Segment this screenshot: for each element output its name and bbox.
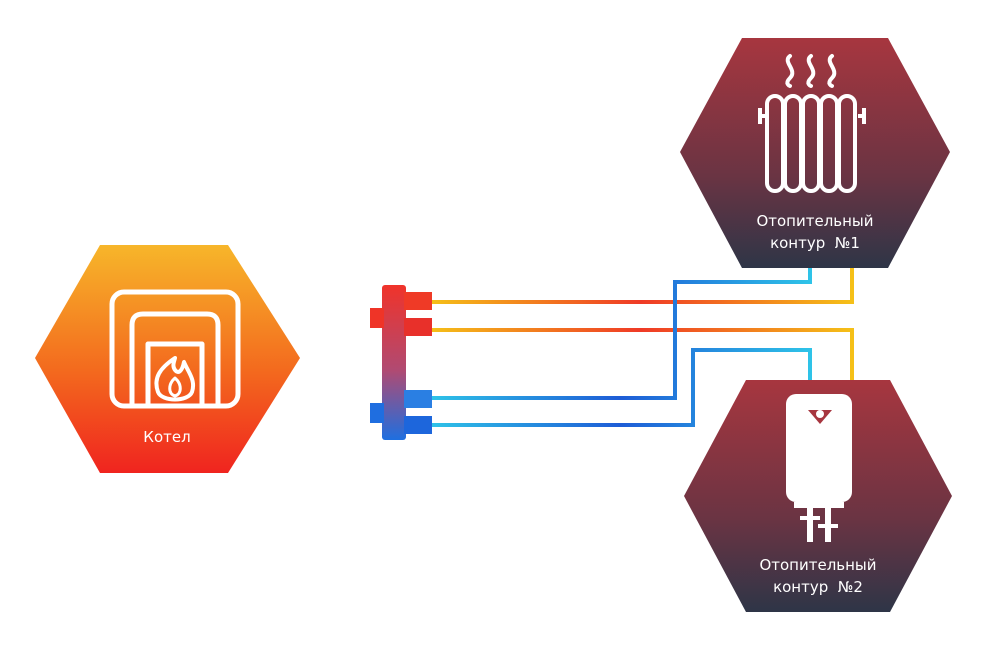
heating-circuit-1-node: Отопительный контур №1 xyxy=(680,38,950,268)
boiler-label: Котел xyxy=(143,428,190,446)
pipes xyxy=(283,266,854,427)
supply-pipe-circuit-2 xyxy=(428,328,854,380)
boiler-node: Котел xyxy=(35,245,300,473)
boiler-hexagon xyxy=(35,245,300,473)
supply-pipe-circuit-1 xyxy=(428,266,854,304)
boiler-icon xyxy=(109,289,241,409)
circuit-1-hexagon xyxy=(680,38,950,268)
return-pipe-circuit-2 xyxy=(428,348,812,427)
steam-icon xyxy=(785,54,837,88)
circuit-1-label-line1: Отопительный xyxy=(756,212,873,230)
radiator-icon xyxy=(758,94,866,193)
heating-circuit-2-node: Отопительный контур №2 xyxy=(684,380,952,612)
circuit-2-label-line2: контур №2 xyxy=(773,578,863,596)
circuit-2-label-line1: Отопительный xyxy=(759,556,876,574)
circuit-1-label-line2: контур №1 xyxy=(770,234,860,252)
hydraulic-separator xyxy=(370,285,432,440)
return-pipe-circuit-1 xyxy=(428,266,812,400)
water-heater-icon xyxy=(786,394,852,542)
